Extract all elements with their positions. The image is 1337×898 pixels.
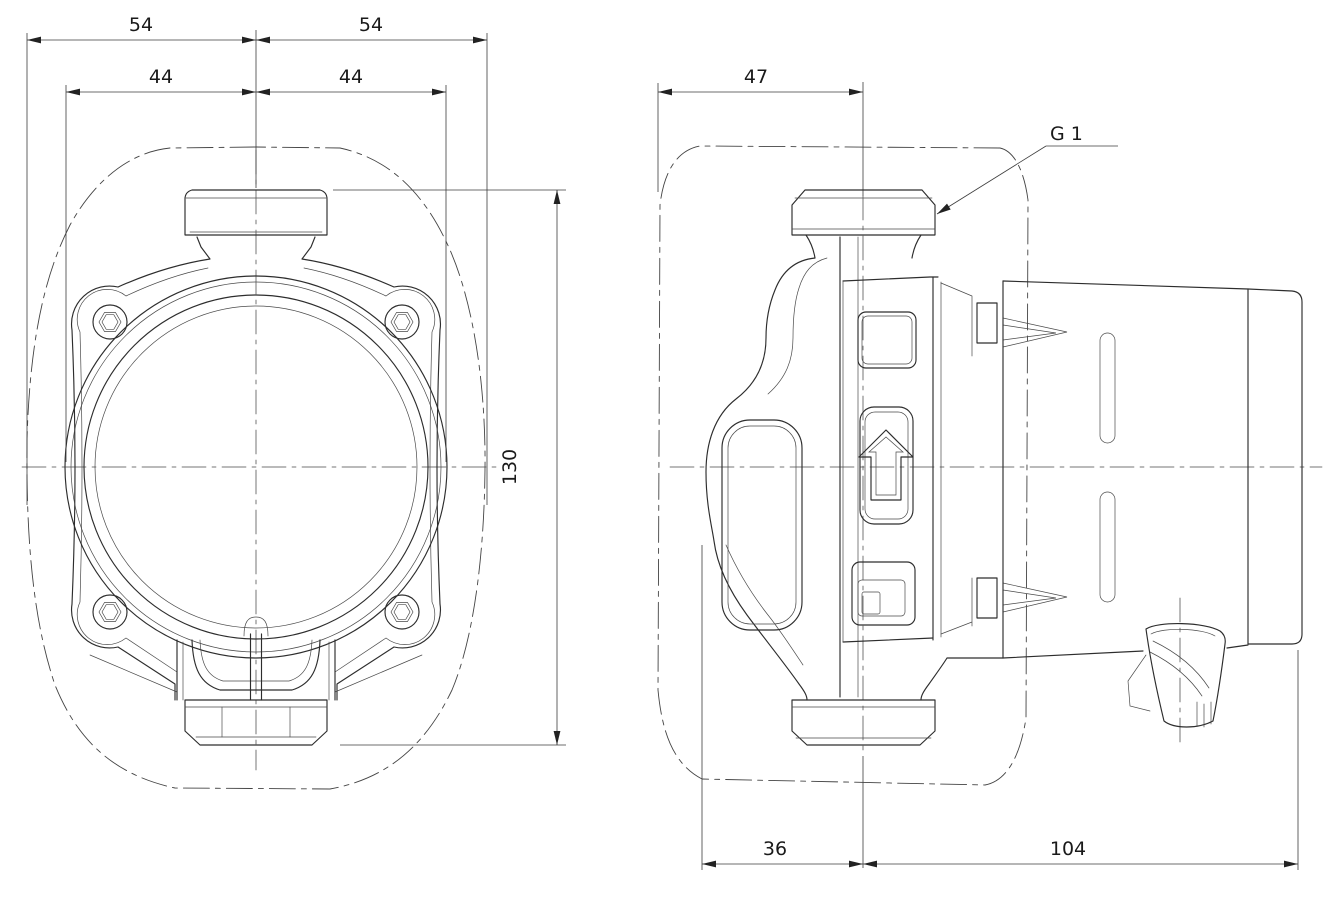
dimension-label-44-right: 44 [339, 66, 363, 88]
dimension-label-44-left: 44 [149, 66, 173, 88]
dimension-side-bottom: 36 104 [701, 545, 1299, 870]
dimension-side-depth-front: 47 [657, 66, 863, 192]
dimension-label-54-left: 54 [129, 14, 153, 36]
front-top-port [184, 189, 328, 236]
side-cable-entry [1127, 623, 1226, 728]
dimension-label-47: 47 [744, 66, 768, 88]
dimension-label-36: 36 [763, 838, 787, 860]
front-view: 54 54 44 44 130 [21, 14, 566, 790]
thread-callout: G 1 [936, 123, 1118, 215]
bolt-bottom-left [92, 594, 128, 630]
dimension-front-width: 54 54 [26, 14, 488, 505]
dimension-label-104: 104 [1050, 838, 1086, 860]
bolt-top-left [92, 304, 128, 340]
side-control-box [842, 276, 973, 643]
side-view: G 1 47 36 104 [657, 66, 1323, 870]
front-housing-circles [64, 275, 448, 659]
front-flange-plate [70, 236, 442, 701]
side-stator-housing [1002, 280, 1303, 659]
side-top-port [791, 189, 936, 259]
dimension-front-height: 130 [333, 189, 566, 746]
dimension-front-flange: 44 44 [65, 66, 447, 462]
phantom-outline-front [26, 146, 486, 790]
front-bottom-port [176, 633, 336, 746]
bolt-top-right [384, 304, 420, 340]
side-volute [705, 236, 1004, 746]
thread-callout-label: G 1 [1050, 123, 1083, 145]
flow-direction-arrow-icon [858, 406, 914, 525]
side-terminal-pins [976, 302, 1068, 619]
dimension-label-130: 130 [499, 449, 521, 485]
bolt-bottom-right [384, 594, 420, 630]
dimension-label-54-right: 54 [359, 14, 383, 36]
front-bolts [92, 304, 420, 630]
